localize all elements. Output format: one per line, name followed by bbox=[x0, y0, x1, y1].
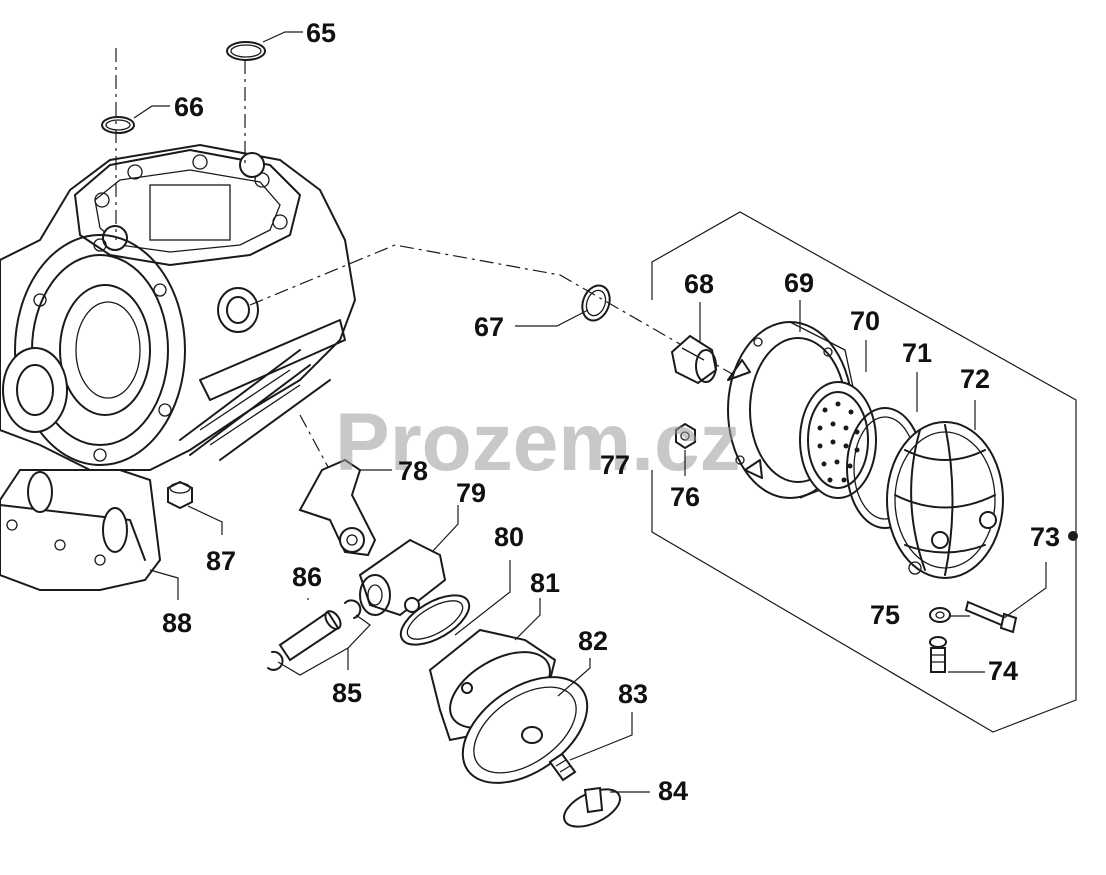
callout-68: 68 bbox=[684, 269, 714, 299]
callout-76: 76 bbox=[670, 482, 700, 512]
pin-86 bbox=[278, 610, 342, 662]
piston-79 bbox=[358, 538, 447, 617]
callout-83: 83 bbox=[618, 679, 648, 709]
disc-84 bbox=[563, 786, 621, 828]
o-ring-66 bbox=[101, 116, 135, 134]
washer-75 bbox=[929, 607, 951, 623]
diaphragm-82 bbox=[461, 676, 589, 784]
callout-71: 71 bbox=[902, 338, 932, 368]
callout-labels: 65 66 67 68 69 70 71 72 73 74 75 76 77 7… bbox=[162, 18, 1060, 806]
callout-70: 70 bbox=[850, 306, 880, 336]
o-ring-67 bbox=[581, 284, 611, 322]
callout-85: 85 bbox=[332, 678, 362, 708]
fitting-68 bbox=[670, 334, 718, 385]
callout-81: 81 bbox=[530, 568, 560, 598]
callout-80: 80 bbox=[494, 522, 524, 552]
con-rod-78 bbox=[298, 458, 377, 557]
callout-73: 73 bbox=[1030, 522, 1060, 552]
callout-88: 88 bbox=[162, 608, 192, 638]
valve-plate-70 bbox=[799, 381, 877, 499]
head-group-frame bbox=[651, 211, 1077, 733]
piston-ring-80 bbox=[399, 594, 471, 646]
callout-75: 75 bbox=[870, 600, 900, 630]
callout-82: 82 bbox=[578, 626, 608, 656]
frame-terminal-dot bbox=[1068, 531, 1078, 541]
watermark-text: Prozem.cz bbox=[335, 397, 741, 488]
callout-69: 69 bbox=[784, 268, 814, 298]
leader-lines bbox=[133, 31, 1047, 793]
bolt-83 bbox=[548, 752, 577, 782]
fitting-74 bbox=[929, 636, 947, 673]
pump-housing bbox=[0, 143, 357, 591]
callout-77: 77 bbox=[600, 450, 630, 480]
nut-76 bbox=[675, 422, 696, 450]
plug-87 bbox=[167, 480, 193, 510]
head-cover-72 bbox=[886, 421, 1004, 579]
callout-66: 66 bbox=[174, 92, 204, 122]
callout-74: 74 bbox=[988, 656, 1018, 686]
callout-86: 86 bbox=[292, 562, 322, 592]
callout-79: 79 bbox=[456, 478, 486, 508]
callout-84: 84 bbox=[658, 776, 688, 806]
o-ring-65 bbox=[226, 41, 266, 61]
callout-65: 65 bbox=[306, 18, 336, 48]
callout-72: 72 bbox=[960, 364, 990, 394]
callout-78: 78 bbox=[398, 456, 428, 486]
bolt-73 bbox=[964, 600, 1018, 634]
callout-67: 67 bbox=[474, 312, 504, 342]
callout-87: 87 bbox=[206, 546, 236, 576]
